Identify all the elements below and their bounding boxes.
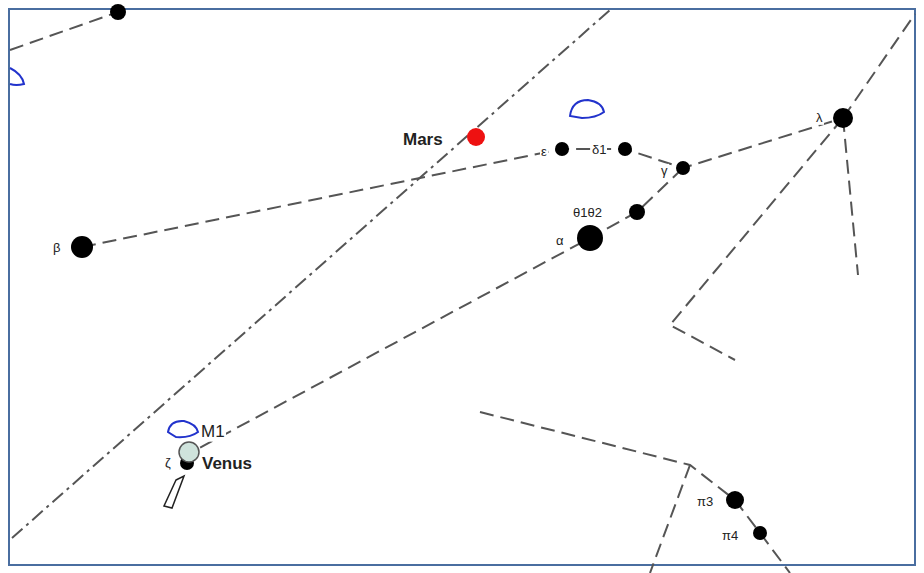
star-label: δ1 bbox=[591, 143, 607, 157]
star-dot bbox=[833, 108, 853, 128]
stars bbox=[71, 4, 853, 540]
star-label: ζ bbox=[164, 456, 172, 470]
star-label: θ1θ2 bbox=[572, 206, 603, 220]
star-dot bbox=[577, 225, 603, 251]
figure-line bbox=[480, 412, 790, 573]
ecliptic-line bbox=[12, 10, 610, 538]
star-dot bbox=[71, 236, 93, 258]
star-label: ε bbox=[540, 145, 548, 159]
motion-marker bbox=[164, 476, 184, 508]
figure-line bbox=[843, 118, 858, 275]
constellation-lines bbox=[10, 10, 915, 573]
star-label: π4 bbox=[721, 529, 739, 543]
star-dot bbox=[110, 4, 126, 20]
nebula-outlines bbox=[10, 68, 604, 437]
object-label: M1 bbox=[200, 423, 226, 442]
star-label: α bbox=[555, 234, 565, 248]
star-dot bbox=[753, 526, 767, 540]
chart-frame bbox=[9, 9, 915, 565]
nebula-symbol bbox=[10, 68, 24, 85]
venus-disk bbox=[179, 442, 199, 462]
figure-line bbox=[10, 12, 118, 50]
figure-line bbox=[192, 168, 683, 452]
star-dot bbox=[676, 161, 690, 175]
mars-disk bbox=[467, 128, 485, 146]
star-label: γ bbox=[660, 164, 669, 178]
figure-line bbox=[82, 118, 843, 247]
star-label: λ bbox=[815, 111, 824, 125]
star-dot bbox=[618, 142, 632, 156]
star-dot bbox=[629, 204, 645, 220]
figure-line bbox=[843, 14, 915, 118]
nebula-symbol bbox=[570, 100, 604, 118]
star-label: π3 bbox=[696, 495, 714, 509]
star-dot bbox=[726, 491, 744, 509]
planet-label: Mars bbox=[402, 131, 444, 150]
figure-line bbox=[670, 118, 843, 360]
figure-line bbox=[650, 465, 690, 573]
nebula-symbol bbox=[168, 421, 198, 437]
planet-label: Venus bbox=[201, 455, 253, 474]
star-label: β bbox=[52, 241, 61, 255]
star-dot bbox=[555, 142, 569, 156]
